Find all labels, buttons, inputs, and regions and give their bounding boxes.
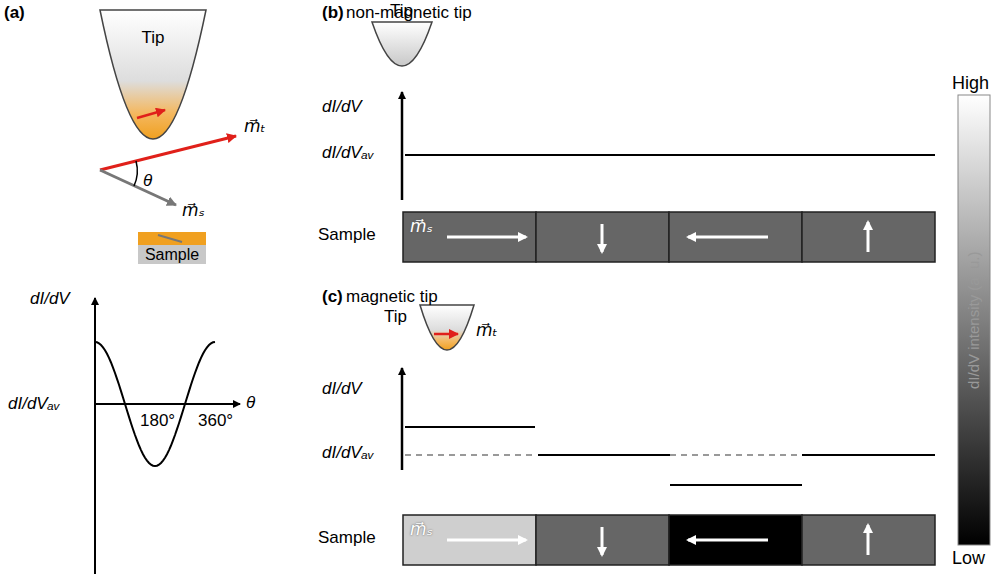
- label: High: [952, 74, 989, 94]
- tip-moment-vector: [100, 136, 236, 170]
- y-axis: [94, 298, 96, 574]
- tip-moment-arrow: [434, 333, 458, 336]
- label: m⃗ₛ: [182, 202, 205, 221]
- label: m⃗ₛ: [410, 521, 433, 540]
- label: (c): [322, 288, 343, 307]
- node-text: Tip: [98, 8, 208, 48]
- sample-domains: [403, 212, 935, 262]
- node-outline: [98, 8, 208, 140]
- label: dI/dVₐᵥ: [322, 144, 374, 163]
- tip-shape: [420, 305, 474, 350]
- label: dI/dV intensity (a. u.): [966, 251, 983, 389]
- domain-arrows: [447, 222, 868, 252]
- color-bar: [958, 95, 990, 545]
- sample-domains: [403, 515, 935, 565]
- y-axis: [401, 368, 404, 470]
- label: m⃗ₛ: [410, 218, 433, 237]
- label: Tip: [384, 308, 407, 327]
- cosine-curve: [95, 342, 215, 466]
- label: Low: [952, 549, 985, 569]
- node-text: Sample: [138, 232, 206, 264]
- domain-arrows: [447, 525, 868, 555]
- label: m⃗ₜ: [476, 322, 498, 341]
- y-axis: [401, 92, 404, 200]
- label: θ: [143, 172, 152, 191]
- label: magnetic tip: [346, 288, 438, 307]
- label: m⃗ₜ: [244, 118, 266, 137]
- label: (a): [4, 4, 25, 23]
- label: dI/dV: [322, 98, 362, 117]
- label: Sample: [318, 529, 376, 548]
- x-axis: [95, 403, 240, 405]
- label: Tip: [390, 2, 413, 21]
- label: 180°: [140, 412, 175, 431]
- label: Sample: [318, 226, 376, 245]
- label: θ: [246, 394, 255, 413]
- tip-shape: Tip: [98, 8, 208, 140]
- level-lines: [405, 427, 935, 485]
- label: dI/dV: [322, 380, 362, 399]
- tip-shape: [372, 22, 432, 66]
- level-line: [405, 154, 935, 156]
- label: dI/dV: [30, 290, 70, 309]
- label: dI/dVₐᵥ: [8, 395, 60, 414]
- label: (b): [322, 4, 344, 23]
- angle-arc: [134, 161, 137, 186]
- label: dI/dVₐᵥ: [322, 444, 374, 463]
- sample-box: Sample: [138, 232, 206, 264]
- sample-moment-vector: [100, 170, 176, 205]
- label: 360°: [198, 412, 233, 431]
